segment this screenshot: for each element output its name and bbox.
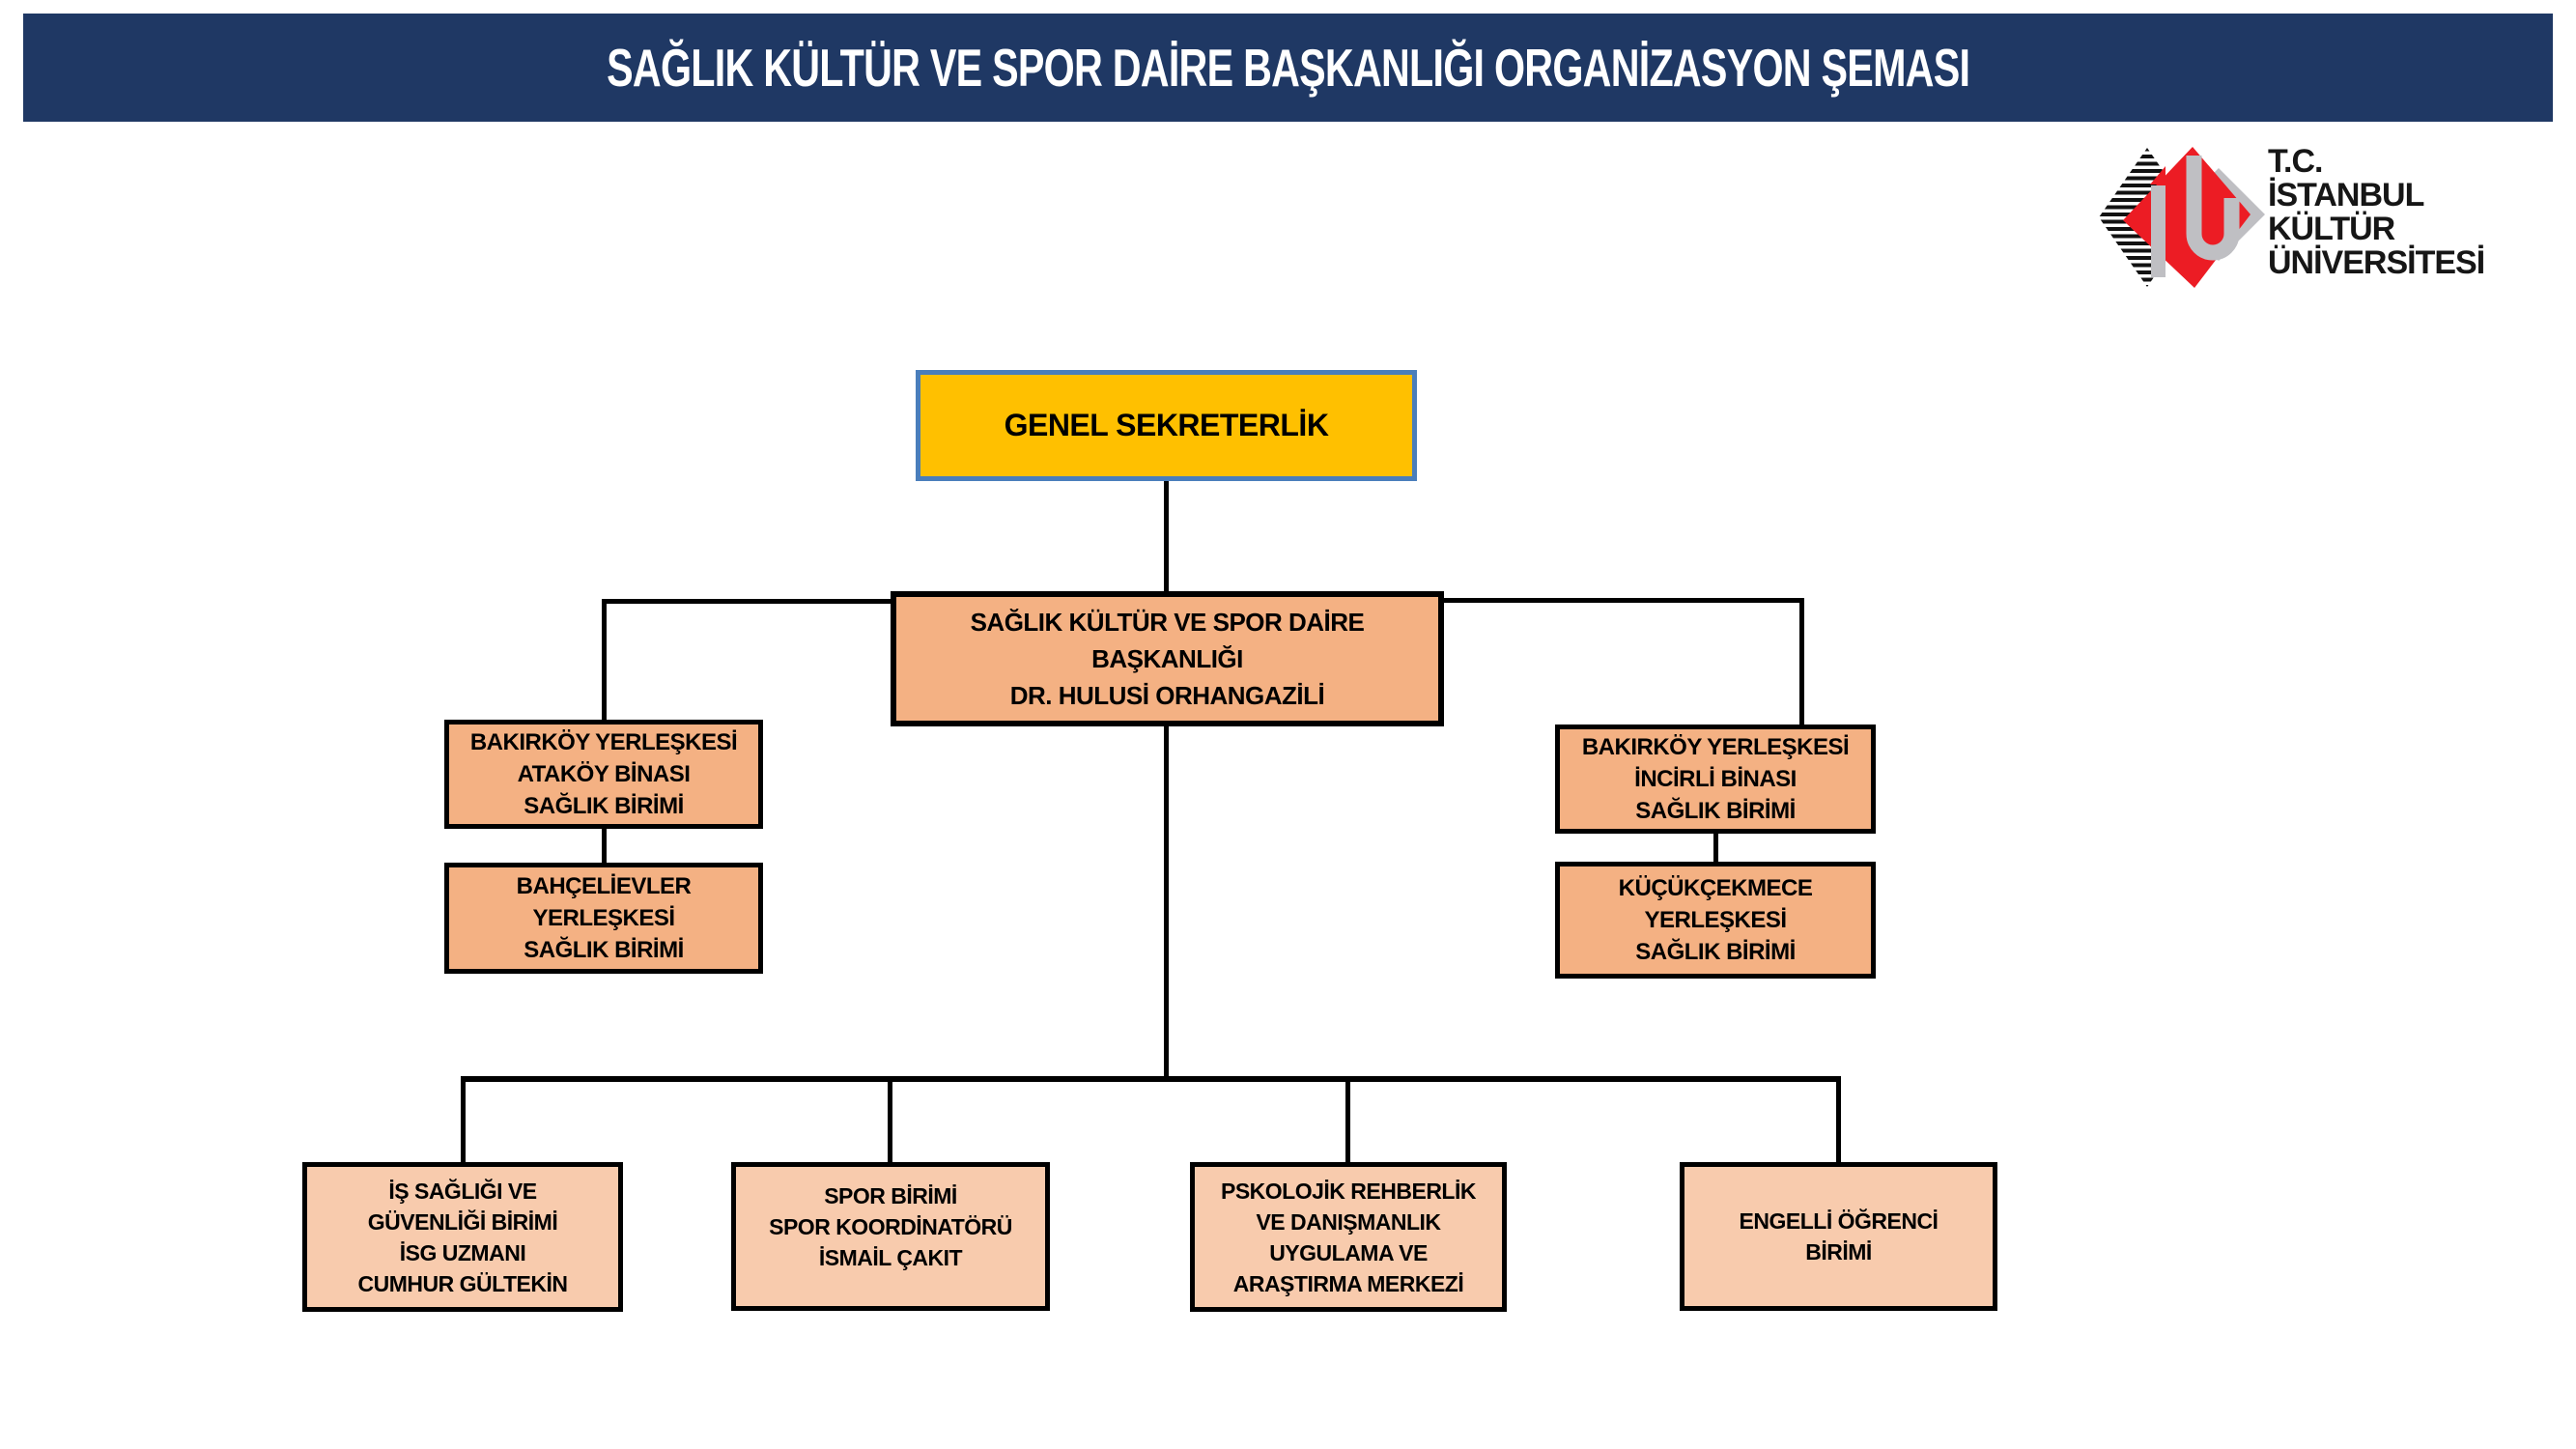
iku-logo-icon [2099, 147, 2265, 288]
page-title: SAĞLIK KÜLTÜR VE SPOR DAİRE BAŞKANLIĞI O… [606, 38, 1970, 98]
node-bahcelievler-saglik-birimi: BAHÇELİEVLER YERLEŞKESİ SAĞLIK BİRİMİ [444, 863, 763, 974]
logo-letter-u [2186, 156, 2240, 261]
node-incirli-saglik-birimi: BAKIRKÖY YERLEŞKESİ İNCİRLİ BİNASI SAĞLI… [1555, 724, 1876, 834]
connector-left-vertical [602, 599, 607, 720]
connector-leg-isg [461, 1076, 466, 1162]
node-genel-sekreterlik: GENEL SEKRETERLİK [916, 370, 1417, 481]
connector-incirli-kucukcekmece [1713, 832, 1718, 864]
title-banner: SAĞLIK KÜLTÜR VE SPOR DAİRE BAŞKANLIĞI O… [23, 14, 2553, 122]
logo-letter-i-dot [2150, 166, 2166, 185]
connector-right-vertical [1799, 598, 1804, 724]
connector-baskanlik-drop [1164, 726, 1169, 1082]
node-is-sagligi-guvenligi: İŞ SAĞLIĞI VE GÜVENLİĞİ BİRİMİ İSG UZMAN… [302, 1162, 623, 1312]
connector-bottom-bus [461, 1076, 1841, 1082]
connector-leg-engelli [1836, 1076, 1841, 1162]
connector-leg-spor [888, 1076, 892, 1162]
connector-left-horizontal [602, 599, 891, 604]
connector-atakoy-bahcelievler [602, 827, 607, 865]
connector-right-horizontal [1444, 598, 1804, 603]
university-logo: T.C. İSTANBUL KÜLTÜR ÜNİVERSİTESİ [2086, 140, 2540, 304]
connector-leg-psikolojik [1345, 1076, 1350, 1162]
node-kucukcekmece-saglik-birimi: KÜÇÜKÇEKMECE YERLEŞKESİ SAĞLIK BİRİMİ [1555, 862, 1876, 979]
node-spor-birimi: SPOR BİRİMİ SPOR KOORDİNATÖRÜ İSMAİL ÇAK… [731, 1162, 1050, 1311]
node-psikolojik-rehberlik: PSKOLOJİK REHBERLİK VE DANIŞMANLIK UYGUL… [1190, 1162, 1507, 1312]
connector-genel-to-baskanlik [1164, 481, 1169, 591]
university-name: T.C. İSTANBUL KÜLTÜR ÜNİVERSİTESİ [2268, 143, 2485, 281]
node-daire-baskanligi: SAĞLIK KÜLTÜR VE SPOR DAİRE BAŞKANLIĞI D… [891, 591, 1444, 726]
node-atakoy-saglik-birimi: BAKIRKÖY YERLEŞKESİ ATAKÖY BİNASI SAĞLIK… [444, 720, 763, 829]
logo-letter-i-stem [2151, 185, 2166, 277]
node-engelli-ogrenci: ENGELLİ ÖĞRENCİ BİRİMİ [1680, 1162, 1997, 1311]
